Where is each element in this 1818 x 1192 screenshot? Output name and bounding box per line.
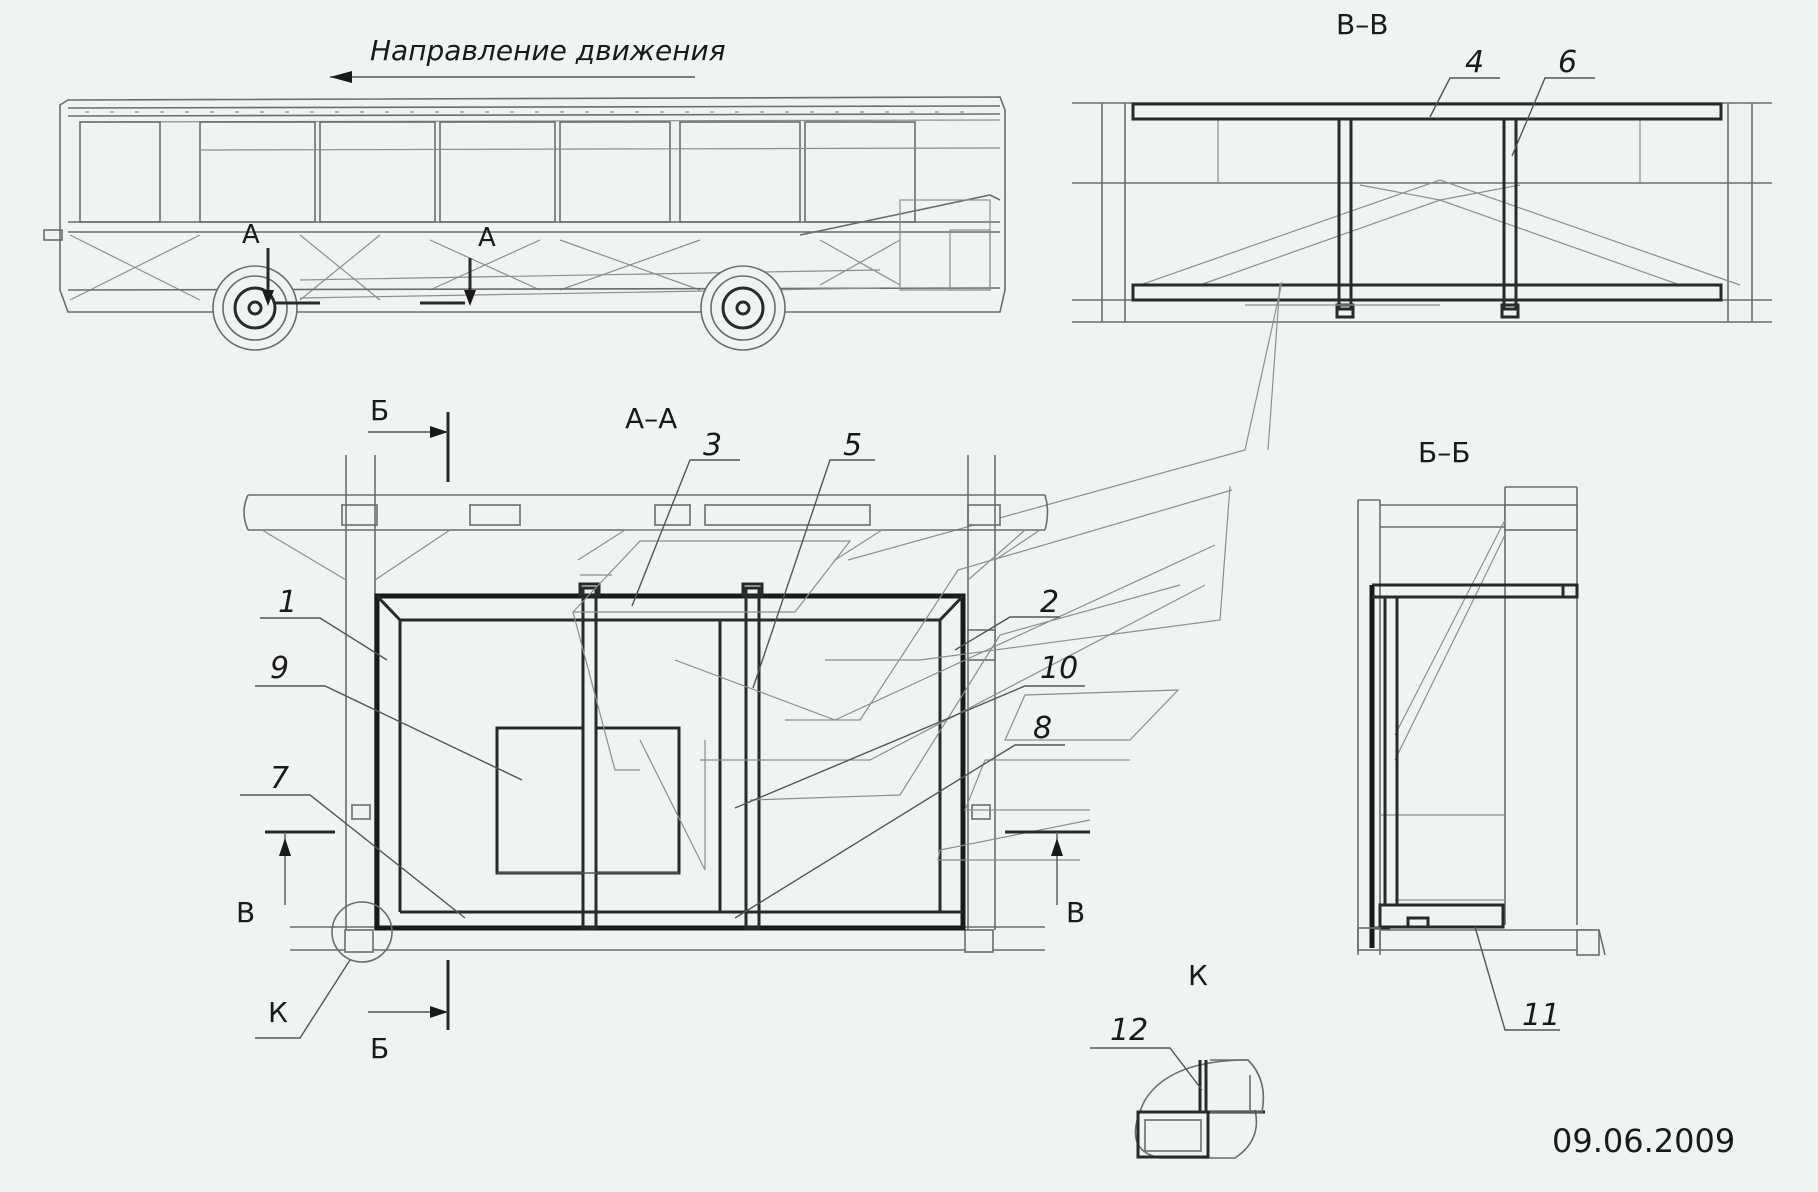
callout-2: 2 [1040, 585, 1059, 620]
drawing-date: 09.06.2009 [1552, 1122, 1735, 1160]
section-bb-title: Б–Б [1418, 436, 1470, 469]
section-marker-a-left: А [242, 220, 260, 250]
callout-11: 11 [1522, 998, 1560, 1033]
callout-10: 10 [1040, 651, 1078, 686]
section-aa-title: А–А [625, 402, 677, 435]
direction-label: Направление движения [370, 34, 726, 67]
direction-arrow [330, 71, 695, 83]
detail-marker-k: К [268, 996, 288, 1029]
detail-k-title: К [1188, 959, 1208, 992]
section-vv-title: В–В [1336, 8, 1388, 41]
section-marker-b-top: Б [370, 394, 389, 427]
section-vv-view: В–В 4 6 [847, 8, 1772, 561]
callout-3: 3 [703, 428, 722, 463]
front-wheel [212, 265, 298, 351]
section-marker-v-left: В [236, 896, 255, 929]
callout-9: 9 [270, 651, 289, 686]
callout-6: 6 [1558, 45, 1577, 80]
callout-8: 8 [1033, 711, 1052, 746]
detail-k-view: К 12 [1090, 959, 1265, 1159]
callout-12: 12 [1110, 1013, 1148, 1048]
callout-1: 1 [278, 585, 297, 620]
callout-4: 4 [1465, 45, 1484, 80]
callout-5: 5 [843, 428, 862, 463]
bus-side-view: Направление движения [43, 34, 1006, 351]
section-bb-view: Б–Б 11 [1357, 436, 1606, 1033]
section-marker-v-right: В [1066, 896, 1085, 929]
section-marker-b-bottom: Б [370, 1032, 389, 1065]
rear-wheel [700, 265, 786, 351]
section-aa-view: А–А [236, 394, 1233, 1065]
section-marker-a-right: А [478, 223, 496, 253]
callout-7: 7 [270, 761, 289, 796]
